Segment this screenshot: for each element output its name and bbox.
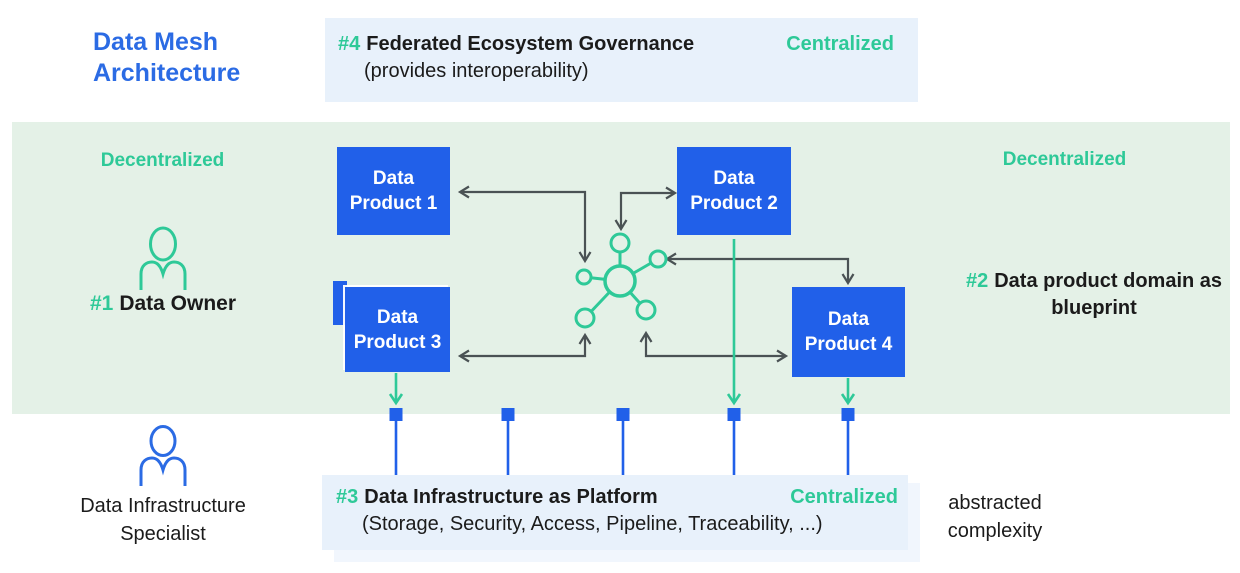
data-owner-number: #1 xyxy=(89,292,114,315)
data-owner-person-icon xyxy=(139,226,187,290)
governance-subheading: (provides interoperability) xyxy=(364,60,589,82)
blueprint-text: Data product domain as blueprint xyxy=(994,270,1223,319)
platform-heading-text: Data Infrastructure as Platform xyxy=(364,486,658,508)
governance-number: #4 xyxy=(338,33,361,55)
arrow-product2-mesh xyxy=(614,186,678,232)
arrow-product4-mesh xyxy=(639,330,789,363)
platform-centralized-tag: Centralized xyxy=(790,486,898,508)
decentralized-label-right: Decentralized xyxy=(1002,149,1127,170)
governance-heading-text: Federated Ecosystem Governance xyxy=(366,33,695,55)
arrow-product1-mesh xyxy=(457,185,592,264)
data-owner-text: Data Owner xyxy=(119,292,237,315)
diagram-title: Data Mesh Architecture xyxy=(93,28,241,87)
arrow-product3-mesh xyxy=(457,332,592,363)
governance-centralized-tag: Centralized xyxy=(786,33,894,55)
decentralized-label-left: Decentralized xyxy=(100,150,225,171)
arrow-mesh-product4-top xyxy=(664,252,855,286)
infrastructure-specialist-label: Data Infrastructure Specialist xyxy=(80,495,246,545)
abstracted-complexity-note: abstracted complexity xyxy=(947,492,1043,542)
platform-connector-2 xyxy=(501,408,515,477)
mesh-network-icon xyxy=(574,232,668,329)
platform-connector-3 xyxy=(616,408,630,477)
platform-connector-4 xyxy=(727,408,741,477)
platform-connector-1 xyxy=(389,408,403,477)
infrastructure-specialist-person-icon xyxy=(139,425,187,486)
platform-subheading: (Storage, Security, Access, Pipeline, Tr… xyxy=(362,513,823,535)
platform-connector-5 xyxy=(841,408,855,477)
platform-number: #3 xyxy=(336,486,359,508)
product3-stack-notch xyxy=(333,281,347,325)
blueprint-number: #2 xyxy=(965,270,989,292)
